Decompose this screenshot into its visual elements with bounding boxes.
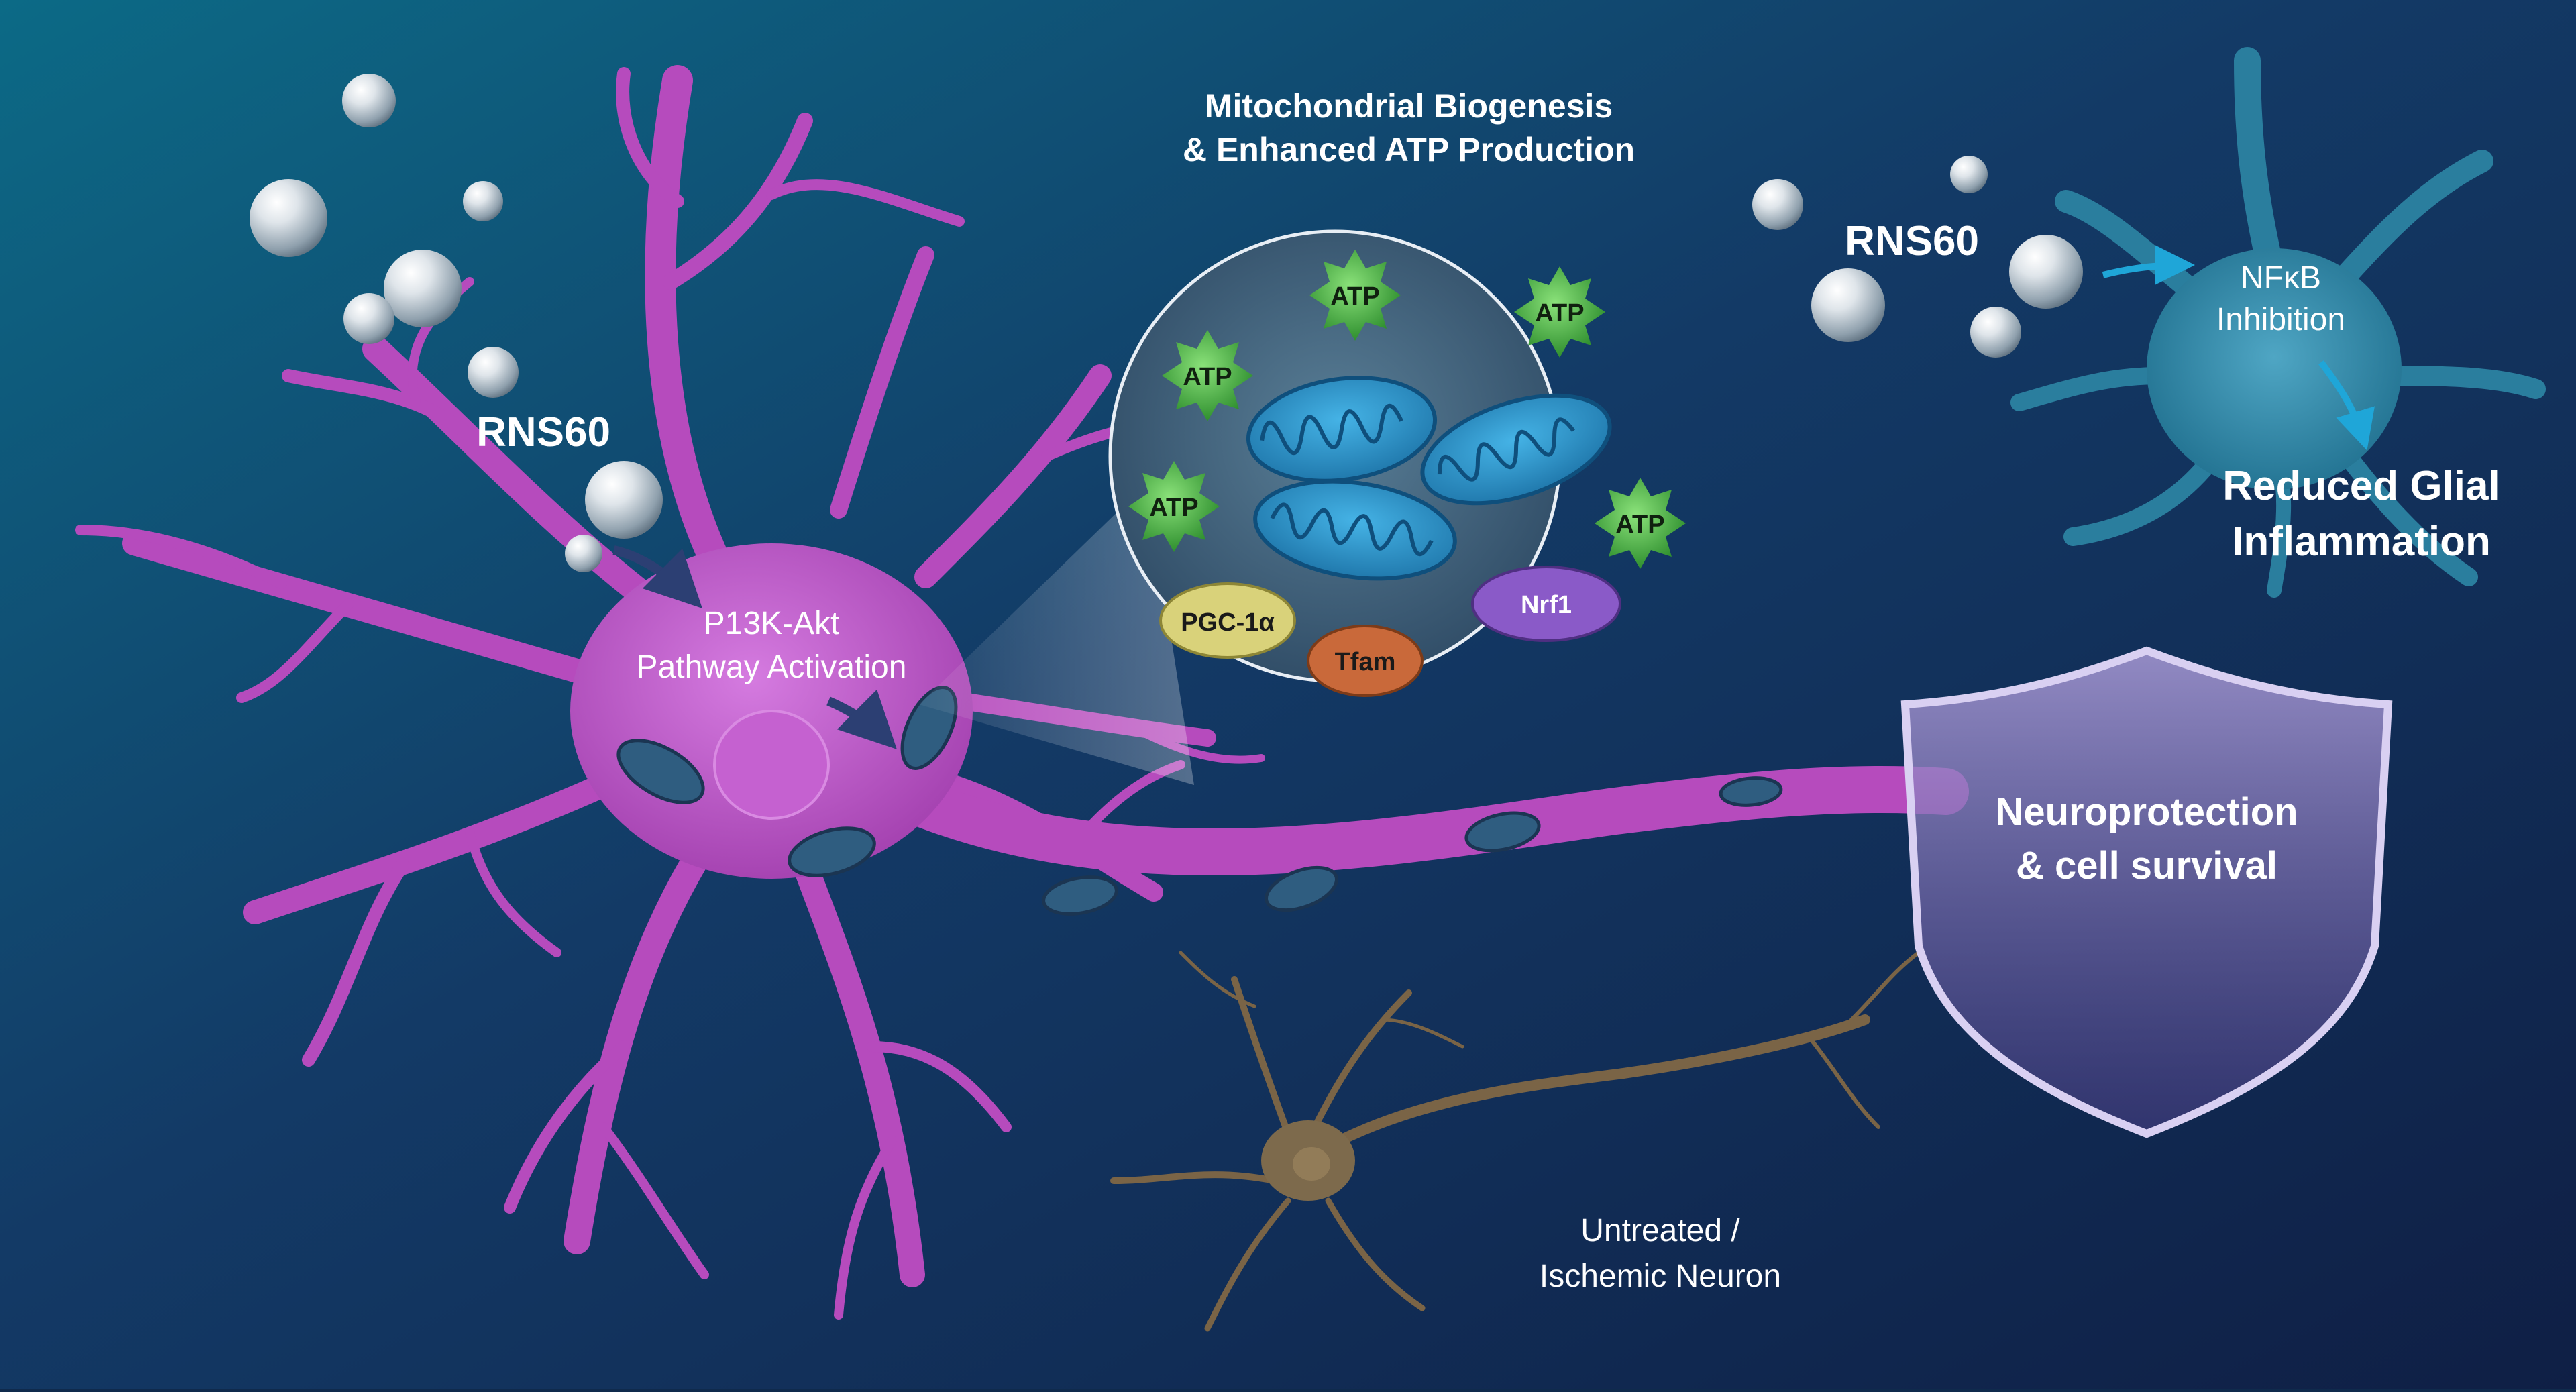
atp-label-4: ATP — [1149, 494, 1198, 522]
nfkb-arrow-in — [2102, 245, 2195, 286]
shield-icon: Neuroprotection & cell survival — [1900, 646, 2393, 1138]
pathway-line-1: P13K-Akt — [704, 606, 840, 641]
ischemic-line-1: Untreated / — [1580, 1213, 1740, 1248]
pgc-label: PGC-1α — [1181, 608, 1275, 637]
ischemic-nucleus — [1293, 1147, 1330, 1181]
glial-outcome-line-1: Reduced Glial — [2222, 463, 2500, 509]
nfkb-arrow-out — [2318, 360, 2375, 451]
zoom-panel: ATP ATP ATP ATP ATP PGC-1α Tfam — [1108, 229, 1686, 697]
pathway-arrow-in — [612, 545, 702, 608]
nfkb-line-1: NFκB — [2241, 260, 2321, 296]
nfkb-line-2: Inhibition — [2216, 302, 2345, 337]
pathway-line-2: Pathway Activation — [637, 649, 907, 685]
neuron-mitochondria — [616, 686, 1783, 916]
zoom-title-line-2: & Enhanced ATP Production — [1183, 131, 1635, 168]
shield-line-1: Neuroprotection — [1995, 790, 2298, 834]
shield-line-2: & cell survival — [2016, 844, 2277, 888]
zoom-beam — [919, 483, 1194, 785]
nrf1-label: Nrf1 — [1521, 591, 1572, 619]
zoom-title-line-1: Mitochondrial Biogenesis — [1205, 87, 1613, 125]
tfam-label: Tfam — [1335, 648, 1396, 676]
rns60-bubbles-right — [1752, 156, 2083, 358]
transcription-factors: PGC-1α Tfam Nrf1 — [1159, 566, 1621, 697]
pathway-arrow-out — [826, 689, 897, 749]
glial-outcome-line-2: Inflammation — [2232, 519, 2491, 565]
atp-star-3: ATP — [1514, 266, 1605, 358]
atp-star-1: ATP — [1162, 330, 1253, 421]
rns60-bubbles-left — [250, 74, 663, 572]
ischemic-neuron — [1110, 951, 1921, 1332]
atp-star-5: ATP — [1595, 478, 1686, 569]
ischemic-line-2: Ischemic Neuron — [1540, 1259, 1781, 1294]
atp-star-4: ATP — [1128, 461, 1220, 552]
atp-stars: ATP ATP ATP ATP ATP — [1128, 250, 1686, 569]
atp-label-2: ATP — [1330, 282, 1379, 311]
atp-label-5: ATP — [1615, 511, 1664, 539]
atp-label-3: ATP — [1535, 299, 1584, 327]
rns60-right-label: RNS60 — [1845, 218, 1979, 264]
large-mitochondria — [1246, 376, 1612, 581]
atp-star-2: ATP — [1309, 250, 1401, 341]
rns60-left-label: RNS60 — [476, 409, 610, 456]
atp-label-1: ATP — [1183, 363, 1232, 391]
neuron-nucleus — [713, 710, 830, 820]
